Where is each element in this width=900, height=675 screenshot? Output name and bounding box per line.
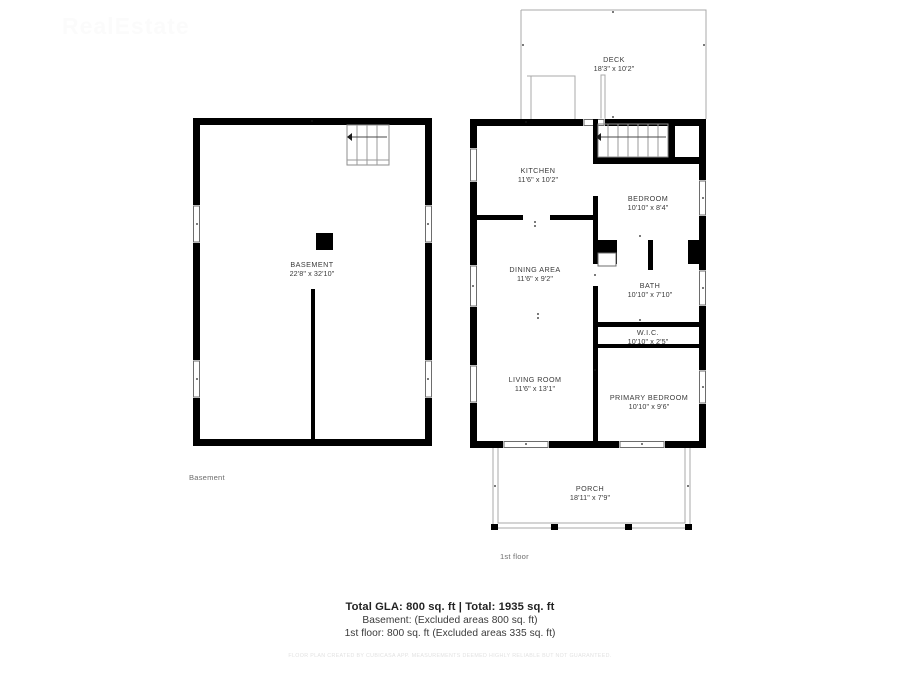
watermark-logo: RealEstate — [62, 13, 190, 39]
floor-caption-basement: Basement — [189, 473, 225, 482]
area-summary: Total GLA: 800 sq. ft | Total: 1935 sq. … — [0, 601, 900, 639]
total-gla-line: Total GLA: 800 sq. ft | Total: 1935 sq. … — [345, 601, 555, 613]
basement-walls — [192, 118, 433, 446]
first-floor-stairs — [596, 123, 669, 158]
porch-outline — [491, 448, 692, 530]
basement-stairs — [346, 124, 390, 166]
first-floor-walls — [469, 118, 707, 449]
first-floor-area-line: 1st floor: 800 sq. ft (Excluded areas 33… — [344, 628, 556, 639]
deck-outline — [520, 9, 707, 120]
floor-caption-first-floor: 1st floor — [500, 552, 529, 561]
disclaimer-text: FLOOR PLAN CREATED BY CUBICASA APP. MEAS… — [288, 653, 612, 659]
basement-area-line: Basement: (Excluded areas 800 sq. ft) — [362, 615, 538, 626]
